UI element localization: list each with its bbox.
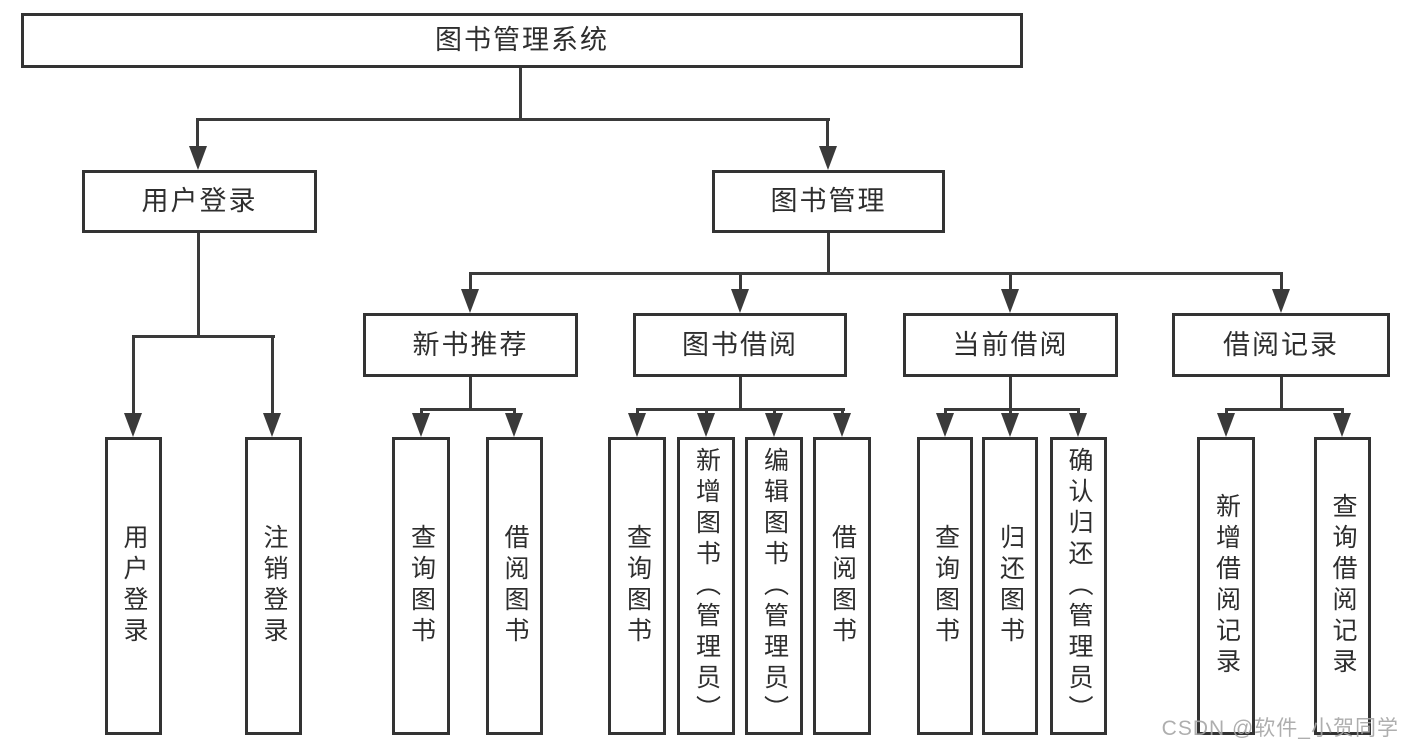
node-borrow-records: 借阅记录	[1172, 313, 1390, 377]
leaf-query-books-3: 查询图书	[917, 437, 973, 735]
arrow-down-icon	[833, 413, 851, 437]
connector-line-vertical	[1280, 377, 1283, 411]
arrow-down-icon	[628, 413, 646, 437]
connector-line-vertical	[132, 335, 135, 421]
arrow-down-icon	[1069, 413, 1087, 437]
connector-line-horizontal	[944, 408, 1080, 411]
connector-line-horizontal	[420, 408, 516, 411]
connector-line-vertical	[739, 272, 742, 297]
leaf-query-books-1: 查询图书	[392, 437, 450, 735]
arrow-down-icon	[1001, 413, 1019, 437]
leaf-query-borrow-record: 查询借阅记录	[1314, 437, 1371, 735]
node-new-book-recommend: 新书推荐	[363, 313, 578, 377]
leaf-add-book-admin: 新增图书（管理员）	[677, 437, 735, 735]
leaf-edit-book-admin: 编辑图书（管理员）	[745, 437, 803, 735]
leaf-logout: 注销登录	[245, 437, 302, 735]
arrow-down-icon	[461, 289, 479, 313]
arrow-down-icon	[124, 413, 142, 437]
connector-line-horizontal	[469, 272, 1283, 275]
connector-line-horizontal	[636, 408, 845, 411]
leaf-confirm-return-admin: 确认归还（管理员）	[1050, 437, 1107, 735]
leaf-add-borrow-record: 新增借阅记录	[1197, 437, 1255, 735]
connector-line-vertical	[519, 68, 522, 118]
connector-line-vertical	[1009, 377, 1012, 411]
arrow-down-icon	[1272, 289, 1290, 313]
leaf-borrow-books-2: 借阅图书	[813, 437, 871, 735]
connector-line-vertical	[1009, 272, 1012, 297]
arrow-down-icon	[412, 413, 430, 437]
arrow-down-icon	[505, 413, 523, 437]
connector-line-vertical	[826, 118, 829, 154]
arrow-down-icon	[697, 413, 715, 437]
node-library-system: 图书管理系统	[21, 13, 1023, 68]
arrow-down-icon	[819, 146, 837, 170]
connector-line-vertical	[739, 377, 742, 411]
arrow-down-icon	[263, 413, 281, 437]
connector-line-vertical	[197, 233, 200, 335]
connector-line-vertical	[196, 118, 199, 154]
leaf-return-book: 归还图书	[982, 437, 1038, 735]
connector-line-vertical	[827, 233, 830, 274]
node-user-login: 用户登录	[82, 170, 317, 233]
node-book-borrow: 图书借阅	[633, 313, 847, 377]
node-current-borrow: 当前借阅	[903, 313, 1118, 377]
arrow-down-icon	[1001, 289, 1019, 313]
connector-line-horizontal	[196, 118, 830, 121]
connector-line-vertical	[469, 272, 472, 297]
connector-line-vertical	[1280, 272, 1283, 297]
connector-line-vertical	[469, 377, 472, 411]
arrow-down-icon	[765, 413, 783, 437]
connector-line-horizontal	[132, 335, 275, 338]
arrow-down-icon	[189, 146, 207, 170]
connector-line-horizontal	[1225, 408, 1344, 411]
connector-line-vertical	[271, 335, 274, 421]
leaf-query-books-2: 查询图书	[608, 437, 666, 735]
arrow-down-icon	[936, 413, 954, 437]
watermark: CSDN @软件_小贺同学	[1161, 717, 1399, 740]
arrow-down-icon	[1217, 413, 1235, 437]
leaf-borrow-books-1: 借阅图书	[486, 437, 543, 735]
arrow-down-icon	[731, 289, 749, 313]
arrow-down-icon	[1333, 413, 1351, 437]
leaf-user-login: 用户登录	[105, 437, 162, 735]
node-book-management: 图书管理	[712, 170, 945, 233]
